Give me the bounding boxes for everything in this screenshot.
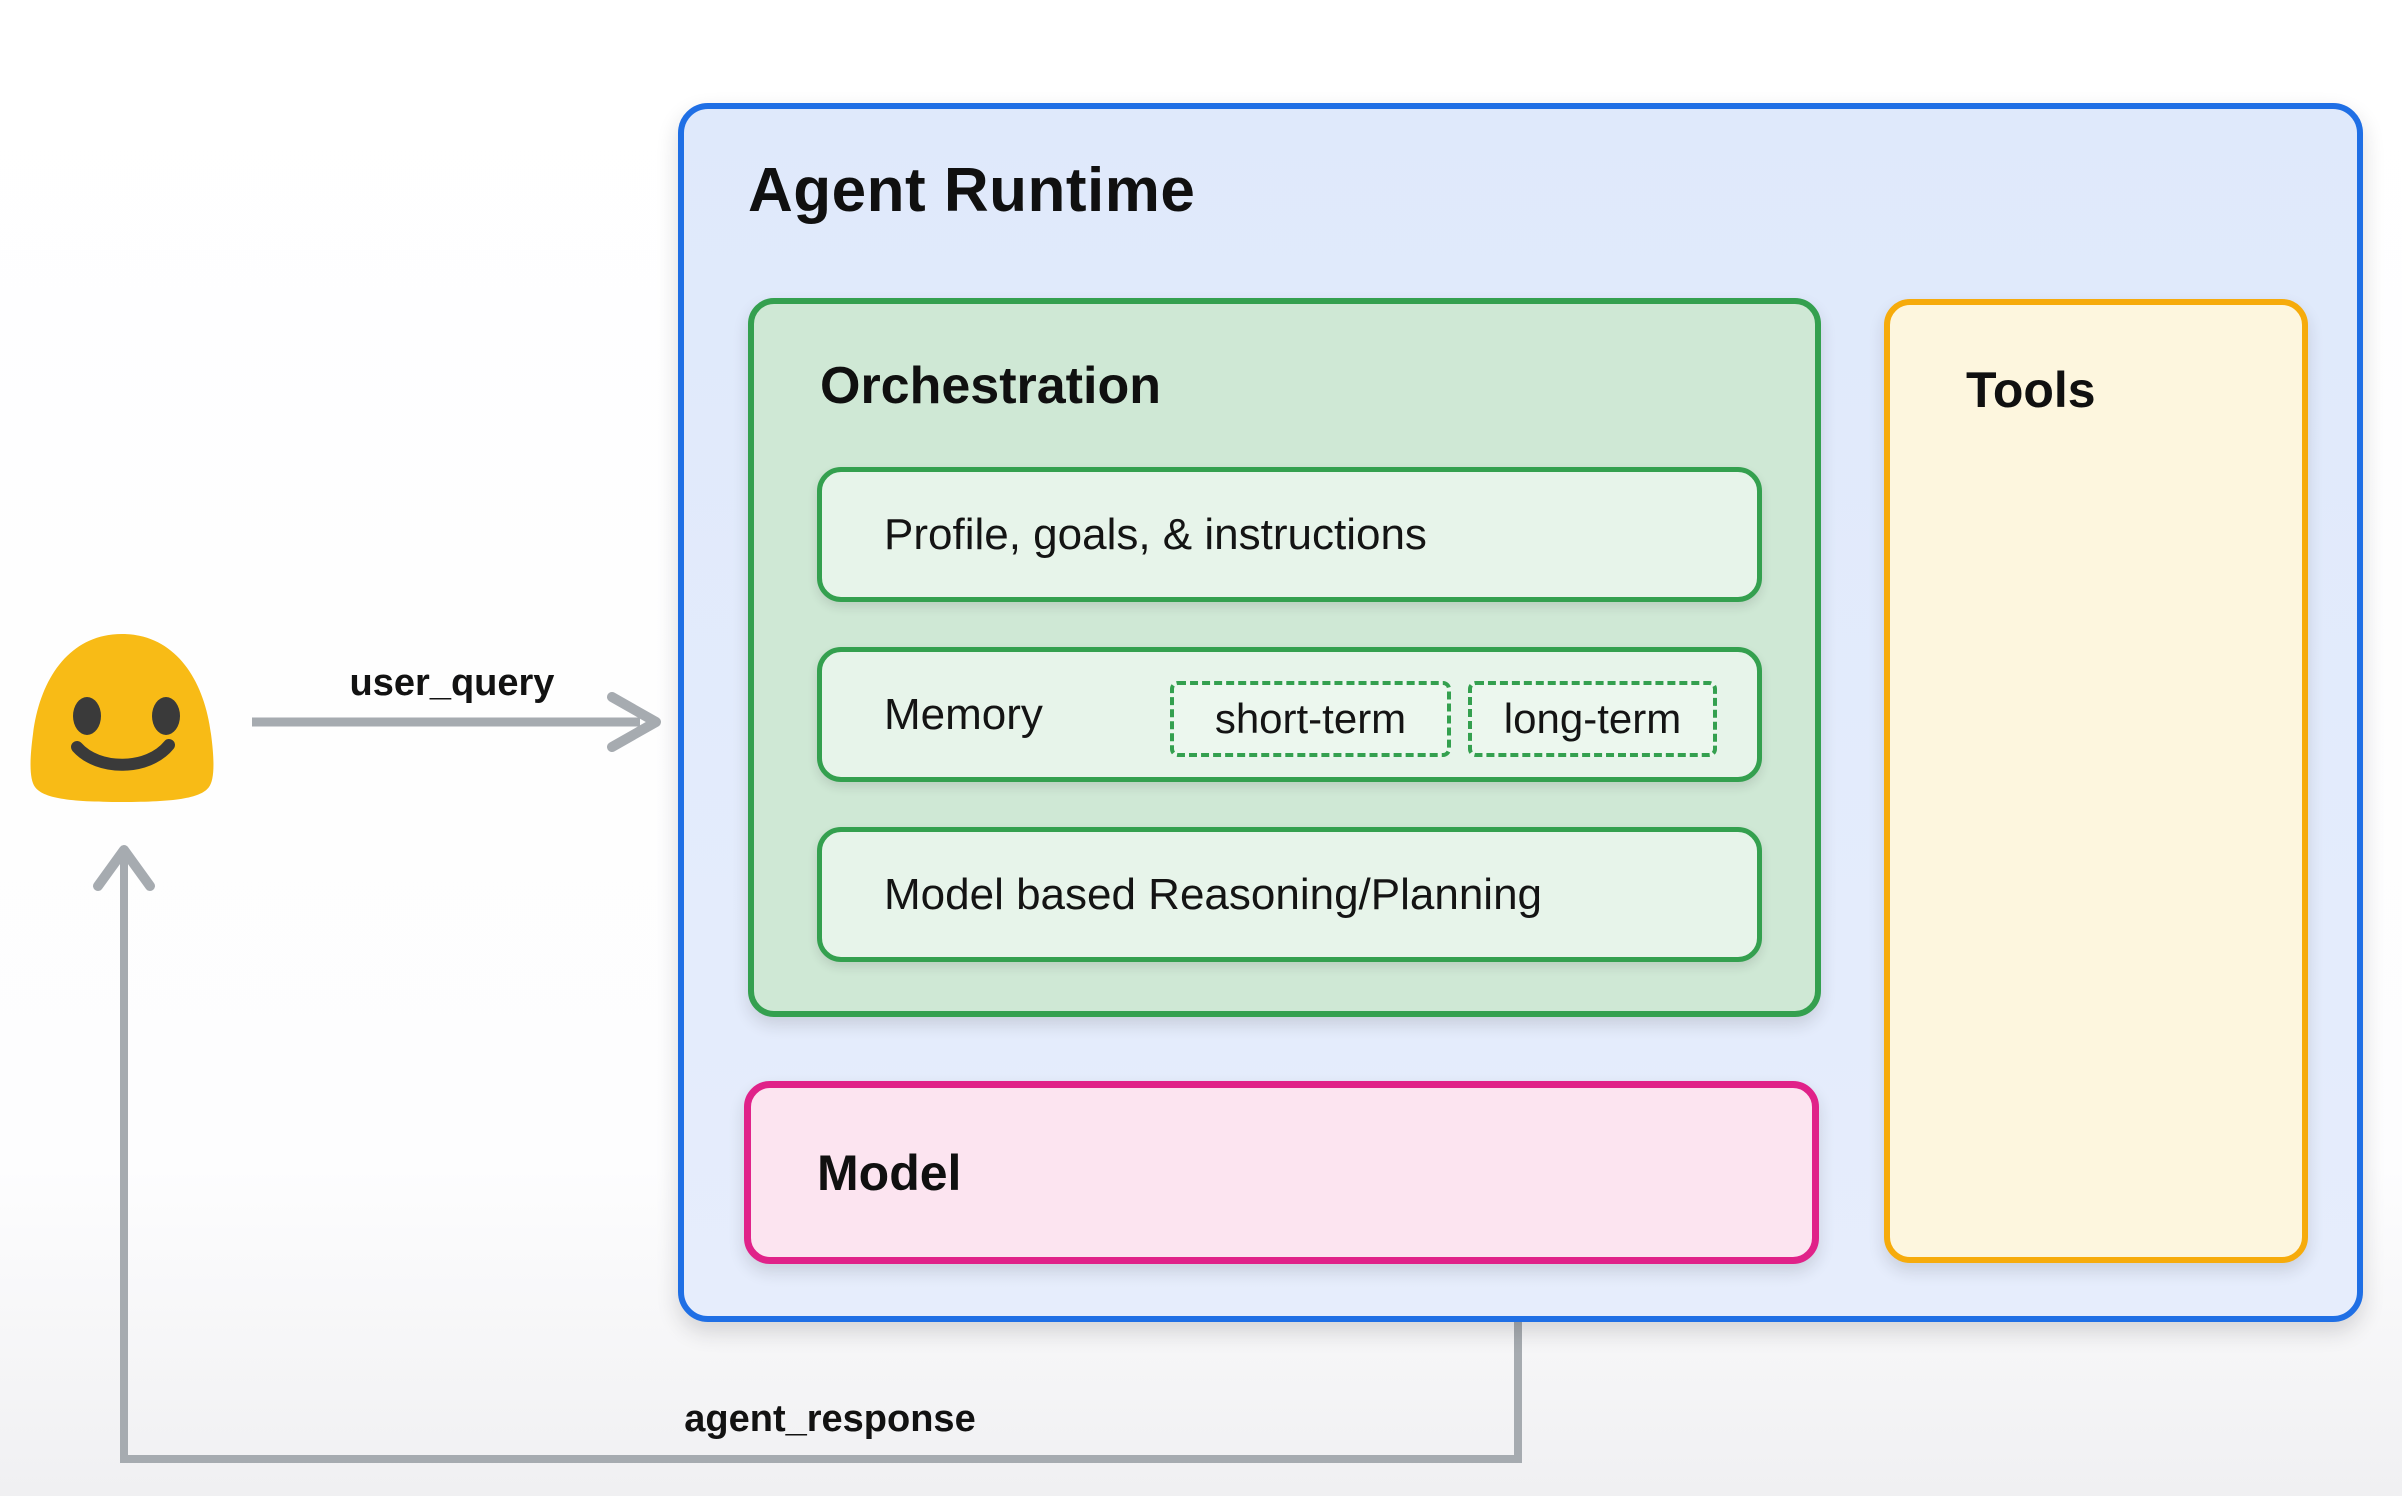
long-term-label: long-term xyxy=(1503,695,1682,742)
agent-runtime-title: Agent Runtime xyxy=(748,156,1196,225)
long-term-memory-chip: long-term xyxy=(1468,681,1717,757)
user-smiley-emoji xyxy=(30,634,214,802)
model-based-reasoning-planning-label: Model based Reasoning/Planning xyxy=(884,869,1543,919)
profile-goals-instructions-label: Profile, goals, & instructions xyxy=(884,509,1427,559)
memory-box: Memory short-term long-term xyxy=(817,647,1762,782)
profile-goals-instructions-box: Profile, goals, & instructions xyxy=(817,467,1762,602)
short-term-label: short-term xyxy=(1214,695,1407,742)
agent-runtime-container: Agent Runtime Orchestration Profile, goa… xyxy=(678,103,2363,1322)
model-box: Model xyxy=(744,1081,1819,1264)
emoji-right-eye xyxy=(152,697,180,735)
emoji-smile xyxy=(71,739,175,771)
model-based-reasoning-planning-box: Model based Reasoning/Planning xyxy=(817,827,1762,962)
agent-response-label: agent_response xyxy=(684,1398,976,1440)
model-label: Model xyxy=(817,1144,962,1201)
memory-label: Memory xyxy=(884,689,1043,739)
tools-box: Tools xyxy=(1884,299,2308,1263)
orchestration-container: Orchestration Profile, goals, & instruct… xyxy=(748,298,1821,1017)
user-query-label: user_query xyxy=(349,662,555,704)
short-term-memory-chip: short-term xyxy=(1170,681,1451,757)
orchestration-title: Orchestration xyxy=(820,357,1161,415)
emoji-left-eye xyxy=(73,697,101,735)
tools-label: Tools xyxy=(1966,362,2096,418)
